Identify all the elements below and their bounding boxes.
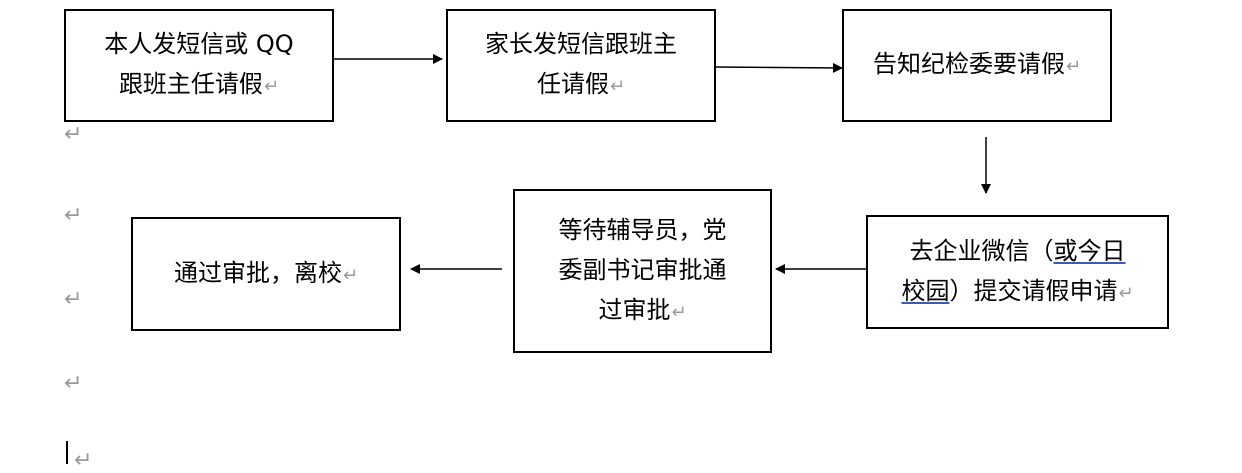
box-notify-discipline-line1: 告知纪检委要请假 (872, 50, 1065, 78)
box-approved-leave-line1: 通过审批，离校 (173, 258, 342, 287)
box-submit-online-line2a: 校园 (901, 276, 950, 305)
box-submit-online: 去企业微信（或今日 校园）提交请假申请↵ (866, 215, 1169, 329)
box-self-request-line1: 本人发短信或 QQ (104, 30, 294, 58)
paragraph-mark: ↵ (671, 301, 687, 323)
box-await-approval-line1: 等待辅导员，党 (558, 215, 727, 244)
paragraph-mark: ↵ (609, 76, 626, 97)
box-submit-online-line1b: 或今日 (1053, 236, 1126, 265)
paragraph-mark: ↵ (342, 264, 359, 286)
box-parent-request: 家长发短信跟班主 任请假↵ (446, 9, 716, 122)
paragraph-mark: ↵ (74, 448, 93, 473)
box-await-approval-line2: 委副书记审批通 (558, 255, 727, 284)
box-notify-discipline: 告知纪检委要请假↵ (842, 9, 1112, 122)
paragraph-mark: ↵ (64, 203, 83, 228)
box-self-request-line2: 跟班主任请假 (118, 70, 263, 98)
paragraph-mark: ↵ (64, 371, 83, 396)
paragraph-mark: ↵ (1118, 282, 1134, 304)
box-submit-online-line1a: 去企业微信（ (909, 236, 1054, 265)
text-cursor (66, 441, 68, 464)
paragraph-mark: ↵ (64, 287, 83, 312)
box-parent-request-line2: 任请假 (536, 70, 609, 98)
paragraph-mark: ↵ (263, 76, 280, 97)
box-parent-request-line1: 家长发短信跟班主 (485, 30, 677, 58)
paragraph-mark: ↵ (1065, 56, 1082, 77)
arrow-b2-to-b3 (714, 62, 843, 73)
box-submit-online-line2b: ）提交请假申请 (949, 276, 1118, 305)
box-await-approval: 等待辅导员，党 委副书记审批通 过审批↵ (513, 189, 772, 353)
box-approved-leave: 通过审批，离校↵ (131, 217, 401, 331)
paragraph-mark: ↵ (64, 122, 83, 147)
box-self-request: 本人发短信或 QQ 跟班主任请假↵ (64, 9, 334, 122)
box-await-approval-line3: 过审批 (598, 295, 671, 324)
